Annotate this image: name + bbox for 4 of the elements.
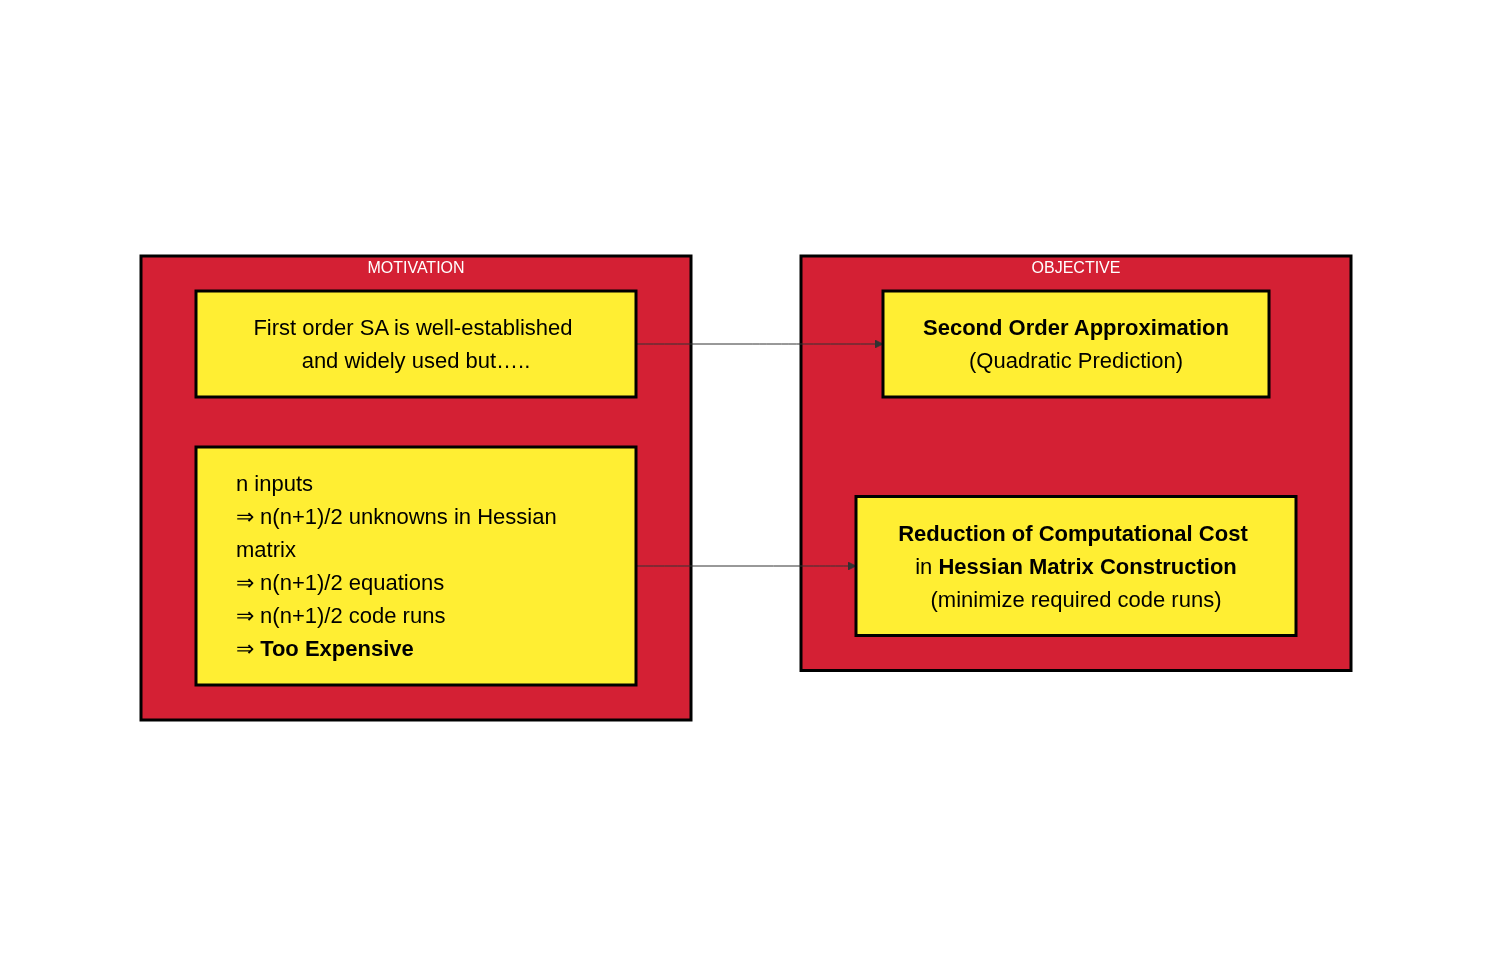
node-box: Second Order Approximation (Quadratic Prediction) [881, 289, 1271, 399]
node-box: First order SA is well-established and widely used but….. [194, 289, 638, 399]
node-box: n inputs ⇒ n(n+1)/2 unknowns in Hessian matrix ⇒ n(n+1)/2 equations ⇒ n(n+1)/2 code runs ⇒ Too Expensive [194, 445, 638, 687]
node-box: Reduction of Computational Cost in Hessian Matrix Construction (minimize required code runs) [854, 495, 1298, 637]
